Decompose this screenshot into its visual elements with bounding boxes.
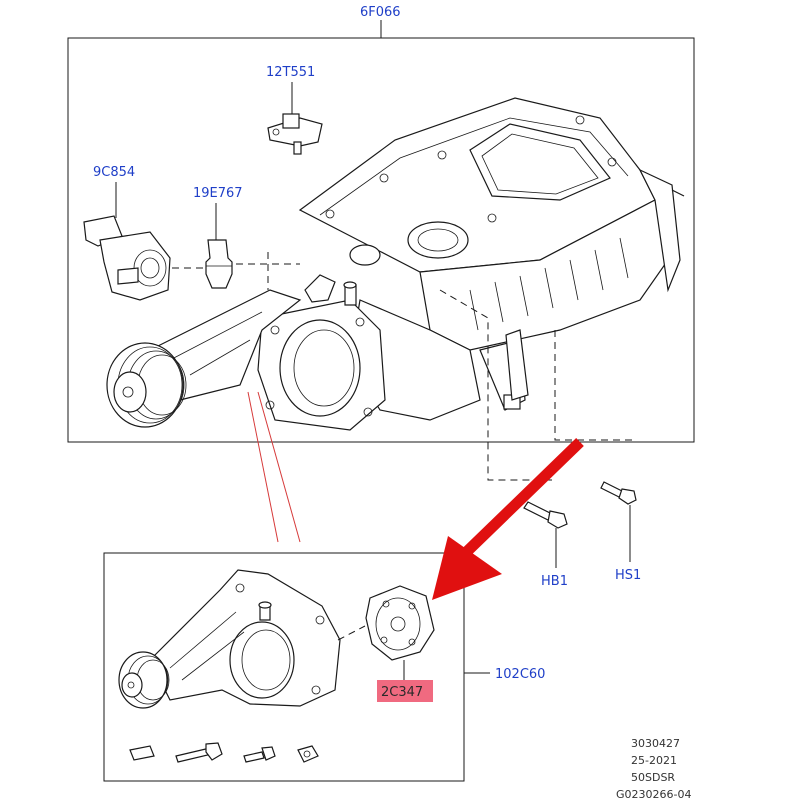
main-assembly-frame <box>67 37 695 443</box>
callout-2c347[interactable]: 2C347 <box>381 685 423 700</box>
callout-hb1[interactable]: HB1 <box>541 574 568 589</box>
callout-9c854[interactable]: 9C854 <box>93 165 135 180</box>
detail-bolt-2 <box>175 742 223 763</box>
fitting-19e767-illustration <box>205 239 233 289</box>
detail-bolt-1 <box>129 745 155 761</box>
detail-bolt-3 <box>243 746 276 763</box>
red-pointer-arrow <box>432 438 584 600</box>
bolt-hb1-illustration <box>523 501 568 529</box>
bolt-hs1-illustration <box>600 481 637 505</box>
detail-housing-illustration <box>118 569 341 709</box>
zoom-line-left <box>247 391 279 543</box>
callout-102c60[interactable]: 102C60 <box>495 667 545 682</box>
callout-6f066[interactable]: 6F066 <box>360 5 401 20</box>
coupler-2c347-illustration <box>365 585 435 661</box>
valve-9c854-illustration <box>83 215 171 301</box>
callout-hs1[interactable]: HS1 <box>615 568 641 583</box>
supercharger-illustration <box>106 97 685 431</box>
zoom-line-right <box>257 391 301 543</box>
reference-line-1: 3030427 <box>631 737 680 750</box>
reference-line-3: 50SDSR <box>631 771 675 784</box>
sensor-12t551-illustration <box>267 113 323 155</box>
highlight-box-2c347 <box>377 680 433 702</box>
callout-19e767[interactable]: 19E767 <box>193 186 243 201</box>
detail-bolt-4 <box>297 745 319 763</box>
callout-12t551[interactable]: 12T551 <box>266 65 315 80</box>
detail-frame <box>103 552 465 782</box>
reference-line-4: G0230266-04 <box>616 788 691 800</box>
reference-line-2: 25-2021 <box>631 754 677 767</box>
